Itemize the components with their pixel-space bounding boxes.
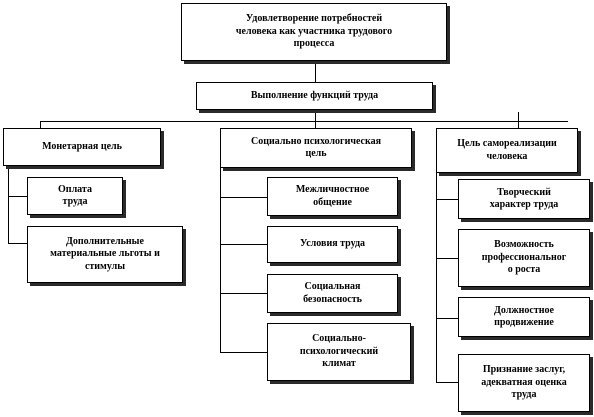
connector-goal-2-child-4	[220, 352, 267, 353]
connector-goals-bus	[40, 121, 568, 122]
self-child-professional-growth: Возможность профессиональног о роста	[458, 229, 590, 287]
connector-goal-2-child-2	[220, 244, 267, 245]
connector-goal-2-trunk	[220, 168, 221, 352]
connector-goal-2-child-3	[220, 293, 267, 294]
root-node: Удовлетворение потребностей человека как…	[181, 3, 447, 61]
connector-goal-3-child-1	[436, 199, 458, 200]
self-child-promotion: Должностное продвижение	[458, 297, 590, 337]
monetary-child-payment: Оплата труда	[27, 177, 123, 215]
connector-goal-1-child-2	[8, 243, 27, 244]
connector-goal-3-child-4	[436, 382, 458, 383]
social-child-security: Социальная безопасность	[267, 274, 398, 313]
social-child-working-conditions: Условия труда	[267, 226, 398, 263]
goal-node-monetary: Монетарная цель	[3, 128, 161, 166]
connector-goal-1-trunk	[8, 166, 9, 243]
self-child-creative-work: Творческий характер труда	[458, 179, 590, 219]
connector-goal-3-child-2	[436, 258, 458, 259]
social-child-interpersonal: Межличностное общение	[267, 177, 398, 216]
functions-node: Выполнение функций труда	[196, 82, 433, 110]
goal-node-self-realization: Цель самореализации человека	[436, 128, 578, 173]
connector-bus-to-goal-3	[518, 112, 519, 128]
monetary-child-extra-benefits: Дополнительные материальные льготы и сти…	[27, 226, 183, 283]
connector-goal-3-trunk	[436, 173, 437, 382]
goal-node-social-psychological: Социально психологическая цель	[220, 128, 412, 168]
connector-goal-2-child-1	[220, 197, 267, 198]
connector-bus-to-goal-2	[315, 121, 316, 128]
connector-goal-1-child-1	[8, 196, 27, 197]
self-child-recognition: Признание заслуг, адекватная оценка труд…	[458, 354, 590, 412]
connector-root-to-functions	[315, 61, 316, 82]
connector-goal-3-child-3	[436, 318, 458, 319]
connector-bus-to-goal-1	[40, 121, 41, 128]
connector-functions-to-bus	[315, 110, 316, 121]
social-child-climate: Социально- психологический климат	[267, 323, 411, 381]
